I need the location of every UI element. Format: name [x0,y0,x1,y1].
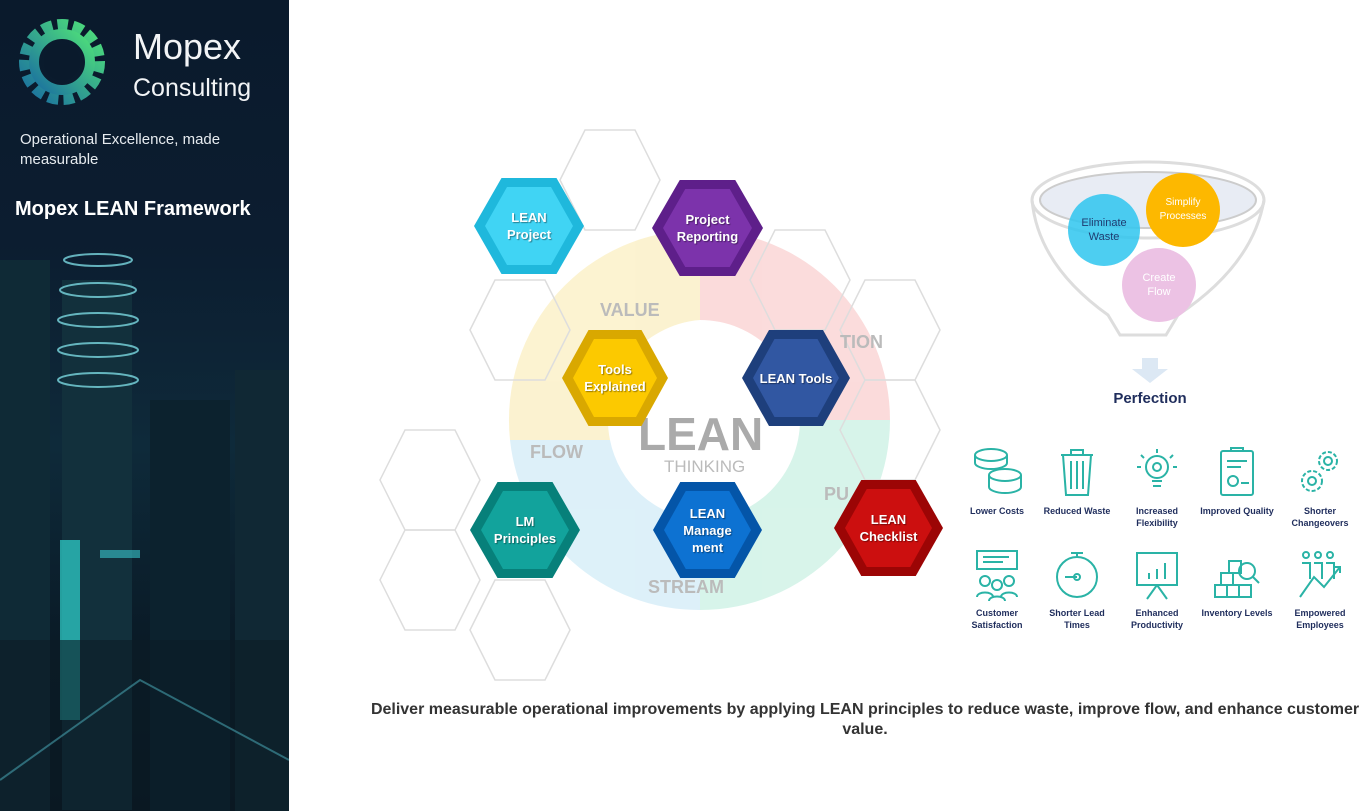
benefit-lower-costs: Lower Costs [957,445,1037,517]
benefit-improved-quality: Improved Quality [1197,445,1277,517]
benefit-inventory-levels: Inventory Levels [1197,547,1277,619]
benefit-increased-flexibility: Increased Flexibility [1117,445,1197,529]
stopwatch-icon [1056,552,1098,598]
funnel-circle-eliminate-waste: Eliminate Waste [1081,217,1127,243]
benefit-enhanced-productivity: Enhanced Productivity [1117,547,1197,631]
funnel-circle-simplify-processes: Simplify Processes [1159,197,1207,222]
city-background-image [0,253,289,811]
gears-icon [1301,451,1338,492]
brand-subtitle: Consulting [133,74,252,102]
funnel-circle-create-flow: Create Flow [1142,272,1176,298]
perfection-label: Perfection [1113,390,1187,407]
word-lean: LEAN [638,408,763,460]
presentation-chart-icon [1136,552,1178,600]
hex-lean-management[interactable]: LEAN Manage ment [653,482,762,578]
hex-lean-checklist[interactable]: LEAN Checklist [834,480,943,576]
hex-project-reporting[interactable]: Project Reporting [652,180,763,276]
word-stream: STREAM [648,577,724,597]
word-thinking: THINKING [664,457,745,476]
benefit-reduced-waste: Reduced Waste [1037,445,1117,517]
inventory-boxes-icon [1214,560,1260,598]
customer-feedback-icon [976,550,1018,602]
benefit-empowered-employees: Empowered Employees [1280,547,1360,631]
hex-tools-explained[interactable]: Tools Explained [562,330,668,426]
word-flow: FLOW [530,442,583,462]
down-arrow-icon [1132,358,1168,383]
framework-caption: Deliver measurable operational improveme… [370,701,1360,738]
employees-growth-icon [1299,551,1341,598]
benefit-shorter-lead-times: Shorter Lead Times [1037,547,1117,631]
coins-icon [974,448,1022,495]
word-value: VALUE [600,300,660,320]
funnel-diagram [1030,160,1266,383]
word-tion: TION [840,332,883,352]
word-pu: PU [824,484,849,504]
framework-title: Mopex LEAN Framework [15,198,251,220]
benefit-customer-satisfaction: Customer Satisfaction [957,547,1037,631]
lightbulb-gear-icon [1137,449,1177,487]
mopex-gear-logo [19,19,105,105]
benefit-shorter-changeovers: Shorter Changeovers [1280,445,1360,529]
hex-lean-tools[interactable]: LEAN Tools [742,330,850,426]
certificate-clipboard-icon [1220,447,1254,496]
trash-icon [1061,449,1093,496]
brand-name: Mopex [133,26,242,67]
tagline: Operational Excellence, made measurable [20,131,221,168]
sidebar: Mopex Consulting Operational Excellence,… [0,0,289,811]
